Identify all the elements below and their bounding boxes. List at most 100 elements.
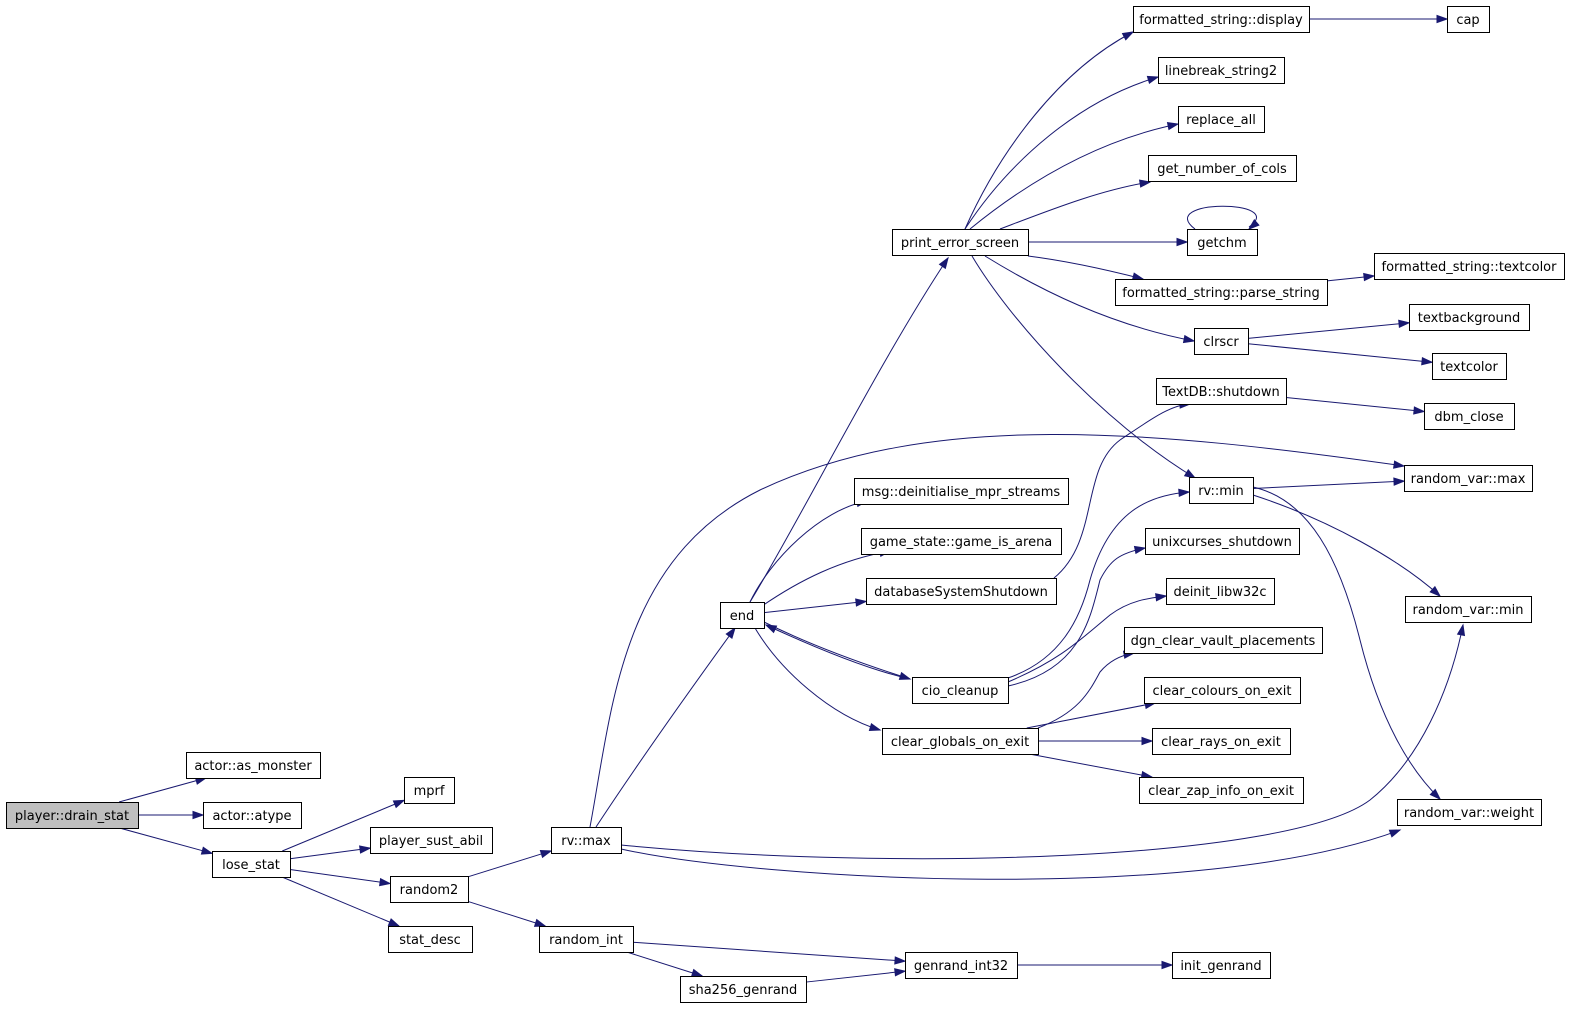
node-game-is-arena[interactable]: game_state::game_is_arena bbox=[861, 528, 1062, 555]
node-box bbox=[1133, 6, 1310, 33]
edge-clear_globals-to-clear_zap_info bbox=[1029, 753, 1154, 780]
node-clear-globals[interactable]: clear_globals_on_exit bbox=[882, 728, 1039, 755]
edge-line bbox=[964, 76, 1159, 230]
node-dgn-clear-vault[interactable]: dgn_clear_vault_placements bbox=[1124, 627, 1323, 654]
edge-line bbox=[1252, 480, 1405, 489]
node-box bbox=[1404, 465, 1533, 492]
node-box bbox=[390, 876, 469, 903]
node-label: clear_globals_on_exit bbox=[891, 735, 1029, 750]
edge-line bbox=[620, 624, 1464, 860]
nodes-layer: player::drain_stat actor::as_monsteractor… bbox=[6, 6, 1565, 1003]
node-fs-textcolor[interactable]: formatted_string::textcolor bbox=[1374, 253, 1565, 280]
edge-arrowhead bbox=[764, 624, 778, 634]
node-actor-as-monster[interactable]: actor::as_monster bbox=[186, 752, 321, 779]
edge-line bbox=[765, 624, 911, 680]
edge-line bbox=[1247, 322, 1410, 339]
node-get-number-of-cols[interactable]: get_number_of_cols bbox=[1148, 155, 1297, 182]
edge-lose_stat-to-random2 bbox=[289, 868, 392, 887]
edge-arrowhead bbox=[533, 918, 547, 927]
node-label: clear_colours_on_exit bbox=[1153, 684, 1292, 699]
edge-line bbox=[289, 847, 371, 860]
node-label: dgn_clear_vault_placements bbox=[1131, 634, 1316, 649]
edge-arrowhead bbox=[387, 918, 401, 927]
node-box bbox=[861, 528, 1062, 555]
node-player-drain-stat[interactable]: player::drain_stat bbox=[6, 802, 139, 829]
node-sha256-genrand[interactable]: sha256_genrand bbox=[680, 976, 807, 1003]
edge-arrowhead bbox=[1421, 357, 1434, 366]
node-box bbox=[905, 952, 1018, 979]
node-msg-deinit[interactable]: msg::deinitialise_mpr_streams bbox=[854, 478, 1069, 505]
edge-arrowhead bbox=[855, 598, 868, 607]
edge-line bbox=[1252, 486, 1441, 800]
node-cio-cleanup[interactable]: cio_cleanup bbox=[912, 677, 1009, 704]
node-textdb-shutdown[interactable]: TextDB::shutdown bbox=[1156, 378, 1287, 405]
edge-line bbox=[626, 951, 703, 977]
node-label: game_state::game_is_arena bbox=[870, 535, 1053, 550]
node-label: random_int bbox=[549, 933, 623, 948]
node-end[interactable]: end bbox=[720, 602, 765, 629]
node-random-var-weight[interactable]: random_var::weight bbox=[1397, 799, 1542, 826]
node-clear-rays[interactable]: clear_rays_on_exit bbox=[1152, 728, 1291, 755]
node-lose-stat[interactable]: lose_stat bbox=[212, 851, 291, 878]
node-label: actor::as_monster bbox=[194, 759, 312, 774]
node-random-var-min[interactable]: random_var::min bbox=[1405, 596, 1532, 623]
node-mprf[interactable]: mprf bbox=[404, 777, 455, 804]
node-label: stat_desc bbox=[399, 933, 461, 948]
edge-arrowhead bbox=[1182, 334, 1196, 344]
edge-arrowhead bbox=[898, 671, 912, 680]
edge-print_error_screen-to-rv_min bbox=[971, 255, 1197, 479]
node-label: rv::max bbox=[561, 834, 611, 849]
node-random-var-max[interactable]: random_var::max bbox=[1404, 465, 1533, 492]
edge-print_error_screen-to-fs_parse_string bbox=[1027, 255, 1145, 281]
node-label: actor::atype bbox=[212, 809, 291, 824]
node-actor-atype[interactable]: actor::atype bbox=[203, 802, 302, 829]
node-print-error-screen[interactable]: print_error_screen bbox=[892, 229, 1029, 256]
node-random2[interactable]: random2 bbox=[390, 876, 469, 903]
node-clear-zap-info[interactable]: clear_zap_info_on_exit bbox=[1139, 777, 1304, 804]
node-cap[interactable]: cap bbox=[1447, 6, 1490, 33]
edge-arrowhead bbox=[192, 810, 205, 820]
edge-lose_stat-to-mprf bbox=[282, 799, 406, 852]
node-box bbox=[404, 777, 455, 804]
node-clrscr[interactable]: clrscr bbox=[1194, 328, 1249, 355]
edge-rv_max-to-random_var_weight bbox=[620, 829, 1402, 880]
node-label: init_genrand bbox=[1180, 959, 1261, 974]
edge-line bbox=[467, 850, 552, 878]
node-box bbox=[1172, 952, 1271, 979]
node-genrand-int32[interactable]: genrand_int32 bbox=[905, 952, 1018, 979]
node-deinit-libw32c[interactable]: deinit_libw32c bbox=[1166, 578, 1275, 605]
edge-arrowhead bbox=[1146, 75, 1160, 85]
edge-line bbox=[1285, 397, 1425, 412]
node-init-genrand[interactable]: init_genrand bbox=[1172, 952, 1271, 979]
node-random-int[interactable]: random_int bbox=[539, 926, 634, 953]
node-box bbox=[680, 976, 807, 1003]
node-box bbox=[1148, 155, 1297, 182]
node-rv-max[interactable]: rv::max bbox=[551, 827, 622, 854]
node-textbackground[interactable]: textbackground bbox=[1409, 304, 1530, 331]
node-fs-parse-string[interactable]: formatted_string::parse_string bbox=[1115, 279, 1328, 306]
node-clear-colours[interactable]: clear_colours_on_exit bbox=[1144, 677, 1301, 704]
node-textcolor[interactable]: textcolor bbox=[1432, 353, 1507, 380]
node-linebreak-string2[interactable]: linebreak_string2 bbox=[1158, 57, 1285, 84]
node-box bbox=[388, 926, 473, 953]
edge-arrowhead bbox=[1176, 237, 1189, 247]
edge-line bbox=[984, 255, 1195, 342]
node-unixcurses-shutdown[interactable]: unixcurses_shutdown bbox=[1145, 528, 1300, 555]
node-player-sust-abil[interactable]: player_sust_abil bbox=[370, 827, 493, 854]
node-getchm[interactable]: getchm bbox=[1187, 229, 1258, 256]
node-dbm-close[interactable]: dbm_close bbox=[1424, 403, 1515, 430]
node-db-shutdown[interactable]: databaseSystemShutdown bbox=[866, 578, 1057, 605]
node-box bbox=[539, 926, 634, 953]
edge-arrowhead bbox=[894, 968, 907, 977]
node-replace-all[interactable]: replace_all bbox=[1178, 106, 1265, 133]
edge-rv_min-to-random_var_min bbox=[1252, 494, 1442, 598]
node-label: random_var::max bbox=[1411, 472, 1526, 487]
edge-arrowhead bbox=[1138, 179, 1152, 188]
node-fs-display[interactable]: formatted_string::display bbox=[1133, 6, 1310, 33]
node-stat-desc[interactable]: stat_desc bbox=[388, 926, 473, 953]
edge-line bbox=[282, 799, 405, 852]
node-rv-min[interactable]: rv::min bbox=[1189, 477, 1254, 504]
node-box bbox=[866, 578, 1057, 605]
edge-line bbox=[749, 257, 949, 603]
